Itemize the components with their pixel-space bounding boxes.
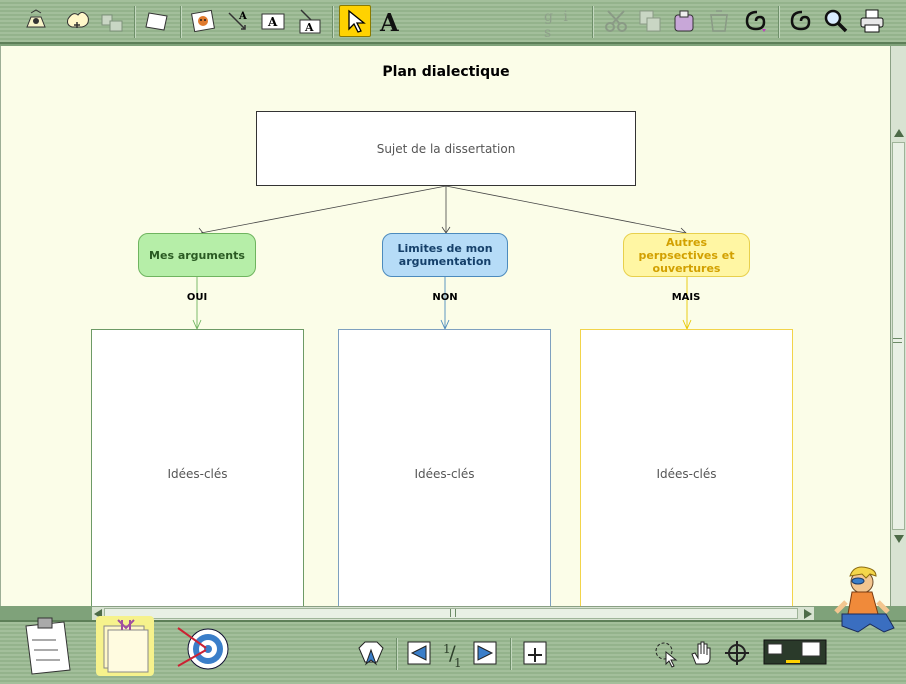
- text-box-icon[interactable]: A: [257, 5, 289, 37]
- arrange-icon[interactable]: [652, 638, 682, 668]
- connector-lines: [192, 185, 692, 331]
- add-symbol-icon[interactable]: [62, 5, 94, 37]
- find-icon[interactable]: [820, 5, 852, 37]
- print-icon[interactable]: [856, 5, 888, 37]
- branch-node-arguments[interactable]: Mes arguments: [138, 233, 256, 277]
- picture-icon[interactable]: [187, 5, 219, 37]
- ideas-label: Idées-clés: [167, 467, 228, 481]
- copy-icon: [634, 5, 666, 37]
- svg-text:A: A: [267, 15, 278, 29]
- scroll-grip-icon: [450, 609, 456, 617]
- pointer-icon[interactable]: [339, 5, 371, 37]
- branch-label: Mes arguments: [149, 248, 245, 262]
- scroll-down-arrow-icon[interactable]: [894, 535, 904, 543]
- branch-label: Autres perpsectives et ouvertures: [638, 235, 735, 275]
- text-icon[interactable]: A: [374, 5, 406, 37]
- vertical-scroll-thumb[interactable]: [892, 142, 905, 530]
- horizontal-scroll-thumb[interactable]: [104, 608, 798, 619]
- link-label-mais[interactable]: MAIS: [671, 292, 701, 303]
- diagram-title: Plan dialectique: [382, 64, 510, 80]
- spellcheck-icon[interactable]: [785, 5, 817, 37]
- diagram-canvas[interactable]: Plan dialectique Sujet de la dissertatio…: [0, 46, 890, 606]
- symbol-icon[interactable]: [20, 5, 52, 37]
- assistant-character-avatar[interactable]: [828, 562, 900, 638]
- ideas-box-perspectives[interactable]: Idées-clés: [580, 329, 793, 606]
- ideas-label: Idées-clés: [656, 467, 717, 481]
- rapidfire-target-icon[interactable]: [174, 620, 232, 678]
- hand-tool-icon[interactable]: [688, 638, 718, 668]
- link-icon: [96, 5, 128, 37]
- subject-label: Sujet de la dissertation: [376, 141, 516, 156]
- ideas-box-limits[interactable]: Idées-clés: [338, 329, 551, 606]
- main-toolbar: A A A A g i s: [0, 0, 906, 44]
- scroll-left-arrow-icon[interactable]: [94, 609, 102, 619]
- vertical-scrollbar[interactable]: [890, 46, 906, 606]
- branch-node-limits[interactable]: Limites de mon argumentation: [382, 233, 508, 277]
- previous-page-icon[interactable]: [404, 638, 434, 668]
- bottom-toolbar: 1 / 1: [0, 616, 906, 684]
- linked-text-icon[interactable]: A: [293, 5, 325, 37]
- center-diagram-icon[interactable]: [722, 638, 752, 668]
- trash-icon: [703, 5, 735, 37]
- add-page-icon[interactable]: [520, 638, 550, 668]
- link-label-non[interactable]: NON: [432, 292, 458, 303]
- diagram-view-icon[interactable]: [96, 616, 154, 676]
- branch-label: Limites de mon argumentation: [397, 242, 493, 268]
- svg-text:A: A: [379, 8, 399, 35]
- horizontal-scrollbar[interactable]: [92, 606, 814, 620]
- outline-view-icon[interactable]: [18, 614, 74, 676]
- svg-text:A: A: [238, 11, 247, 22]
- page-indicator: 1 / 1: [443, 641, 462, 670]
- scroll-right-arrow-icon[interactable]: [804, 609, 812, 619]
- svg-text:A: A: [304, 21, 314, 34]
- link-label-oui[interactable]: OUI: [186, 292, 208, 303]
- text-format-placeholder: g i s: [544, 9, 571, 41]
- scroll-up-arrow-icon[interactable]: [894, 129, 904, 137]
- subject-node[interactable]: Sujet de la dissertation: [256, 111, 636, 186]
- paste-icon[interactable]: [668, 5, 700, 37]
- branch-node-perspectives[interactable]: Autres perpsectives et ouvertures: [623, 233, 750, 277]
- overview-map-icon[interactable]: [762, 638, 828, 668]
- ideas-box-arguments[interactable]: Idées-clés: [91, 329, 304, 606]
- cut-icon: [600, 5, 632, 37]
- next-page-icon[interactable]: [470, 638, 500, 668]
- page-total: 1: [454, 656, 462, 670]
- topmost-level-icon[interactable]: [356, 638, 386, 668]
- symbol-style-icon[interactable]: [740, 5, 772, 37]
- link-tool-icon[interactable]: A: [222, 5, 254, 37]
- scroll-grip-icon: [893, 338, 902, 343]
- page-current: 1: [443, 642, 451, 656]
- ideas-label: Idées-clés: [414, 467, 475, 481]
- note-icon[interactable]: [142, 5, 174, 37]
